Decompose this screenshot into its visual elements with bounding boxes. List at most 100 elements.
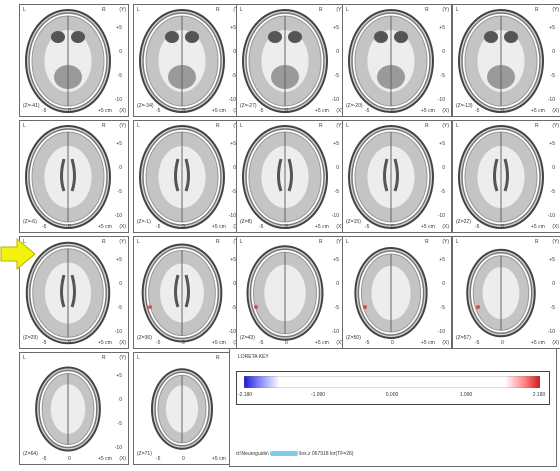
brain-slice-image <box>354 246 428 340</box>
slice-z-label: (Z=22) <box>456 219 471 225</box>
x-axis-label: (X) <box>336 340 343 346</box>
x-tick-label: -5 <box>259 340 264 346</box>
right-marker: R <box>102 7 106 13</box>
x-tick-label: +5 cm <box>421 108 435 114</box>
y-axis-label: (Y) <box>442 123 449 129</box>
y-tick-label: -10 <box>331 97 339 103</box>
x-tick-label: +5 cm <box>212 108 226 114</box>
slice-z-label: (Z=29) <box>23 335 38 341</box>
slice-z-label: (Z=-20) <box>346 103 363 109</box>
x-tick-label: +5 cm <box>98 456 112 462</box>
x-tick-label: -5 <box>259 224 264 230</box>
y-axis-label: (Y) <box>119 355 126 361</box>
y-tick-label: 0 <box>119 397 122 403</box>
x-axis-label: (X) <box>119 456 126 462</box>
loreta-key-title: LORETA KEY <box>238 354 269 360</box>
y-tick-label: -5 <box>550 189 555 195</box>
y-axis-label: (Y) <box>442 7 449 13</box>
left-marker: L <box>346 7 349 13</box>
right-marker: R <box>102 123 106 129</box>
y-tick-label: -5 <box>231 73 236 79</box>
x-tick-label: 0 <box>68 340 71 346</box>
right-marker: R <box>425 7 429 13</box>
y-tick-label: -10 <box>437 213 445 219</box>
y-tick-label: +5 <box>116 141 122 147</box>
y-tick-label: 0 <box>336 165 339 171</box>
x-tick-label: -5 <box>156 340 161 346</box>
y-tick-label: 0 <box>442 281 445 287</box>
y-axis-label: (Y) <box>552 7 559 13</box>
right-marker: R <box>425 239 429 245</box>
y-axis-label: (Y) <box>552 123 559 129</box>
y-axis-label: (Y) <box>336 123 343 129</box>
x-tick-label: -5 <box>475 108 480 114</box>
x-tick-label: +5 cm <box>98 224 112 230</box>
left-marker: L <box>23 239 26 245</box>
y-tick-label: +5 <box>230 25 236 31</box>
x-tick-label: 0 <box>285 108 288 114</box>
file-path-prefix: d:\Neuroguide\ <box>236 451 269 457</box>
x-tick-label: -5 <box>156 224 161 230</box>
slice-z-label: (Z=57) <box>456 335 471 341</box>
x-tick-label: 0 <box>501 340 504 346</box>
x-tick-label: +5 cm <box>421 340 435 346</box>
y-tick-label: -10 <box>114 213 122 219</box>
y-tick-label: -10 <box>437 329 445 335</box>
x-tick-label: -5 <box>365 108 370 114</box>
x-tick-label: -5 <box>365 224 370 230</box>
slice-z-label: (Z=-41) <box>23 103 40 109</box>
y-tick-label: -5 <box>334 189 339 195</box>
x-tick-label: +5 cm <box>531 224 545 230</box>
x-axis-label: (X) <box>442 108 449 114</box>
y-tick-label: 0 <box>233 165 236 171</box>
x-axis-label: (X) <box>552 108 559 114</box>
x-tick-label: 0 <box>68 224 71 230</box>
right-marker: R <box>102 239 106 245</box>
y-tick-label: -5 <box>231 189 236 195</box>
x-tick-label: -5 <box>42 224 47 230</box>
y-tick-label: -10 <box>228 97 236 103</box>
brain-slice-image <box>348 9 434 113</box>
x-tick-label: +5 cm <box>212 224 226 230</box>
y-tick-label: -5 <box>231 305 236 311</box>
x-tick-label: -5 <box>42 340 47 346</box>
brain-slice-image <box>151 368 213 450</box>
x-tick-label: +5 cm <box>315 340 329 346</box>
right-marker: R <box>216 355 220 361</box>
slice-z-label: (Z=-6) <box>23 219 37 225</box>
y-axis-label: (Y) <box>336 239 343 245</box>
left-marker: L <box>23 123 26 129</box>
y-tick-label: +5 <box>116 373 122 379</box>
brain-slice-image <box>348 125 434 229</box>
brain-slice-image <box>139 125 225 229</box>
right-marker: R <box>319 123 323 129</box>
colorbar-tick-max: 2.180 <box>532 392 546 398</box>
y-tick-label: -10 <box>228 213 236 219</box>
file-path: d:\Neuroguide\\lox.z 067918 lor(TF=26) <box>236 451 353 457</box>
y-tick-label: +5 <box>230 257 236 263</box>
y-tick-label: +5 <box>549 25 555 31</box>
y-tick-label: -5 <box>440 189 445 195</box>
y-tick-label: -5 <box>550 305 555 311</box>
y-tick-label: +5 <box>230 141 236 147</box>
x-tick-label: +5 cm <box>531 340 545 346</box>
left-marker: L <box>456 7 459 13</box>
x-tick-label: 0 <box>285 340 288 346</box>
brain-slice-image <box>25 241 111 345</box>
right-marker: R <box>319 239 323 245</box>
brain-slice-image <box>25 125 111 229</box>
slice-z-label: (Z=-34) <box>137 103 154 109</box>
brain-slice-image <box>458 9 544 113</box>
colorbar-tick-zero: 0.000 <box>385 392 399 398</box>
y-axis-label: (Y) <box>336 7 343 13</box>
y-tick-label: -5 <box>117 189 122 195</box>
x-tick-label: -5 <box>475 340 480 346</box>
slice-z-label: (Z=8) <box>240 219 253 225</box>
y-tick-label: 0 <box>336 49 339 55</box>
